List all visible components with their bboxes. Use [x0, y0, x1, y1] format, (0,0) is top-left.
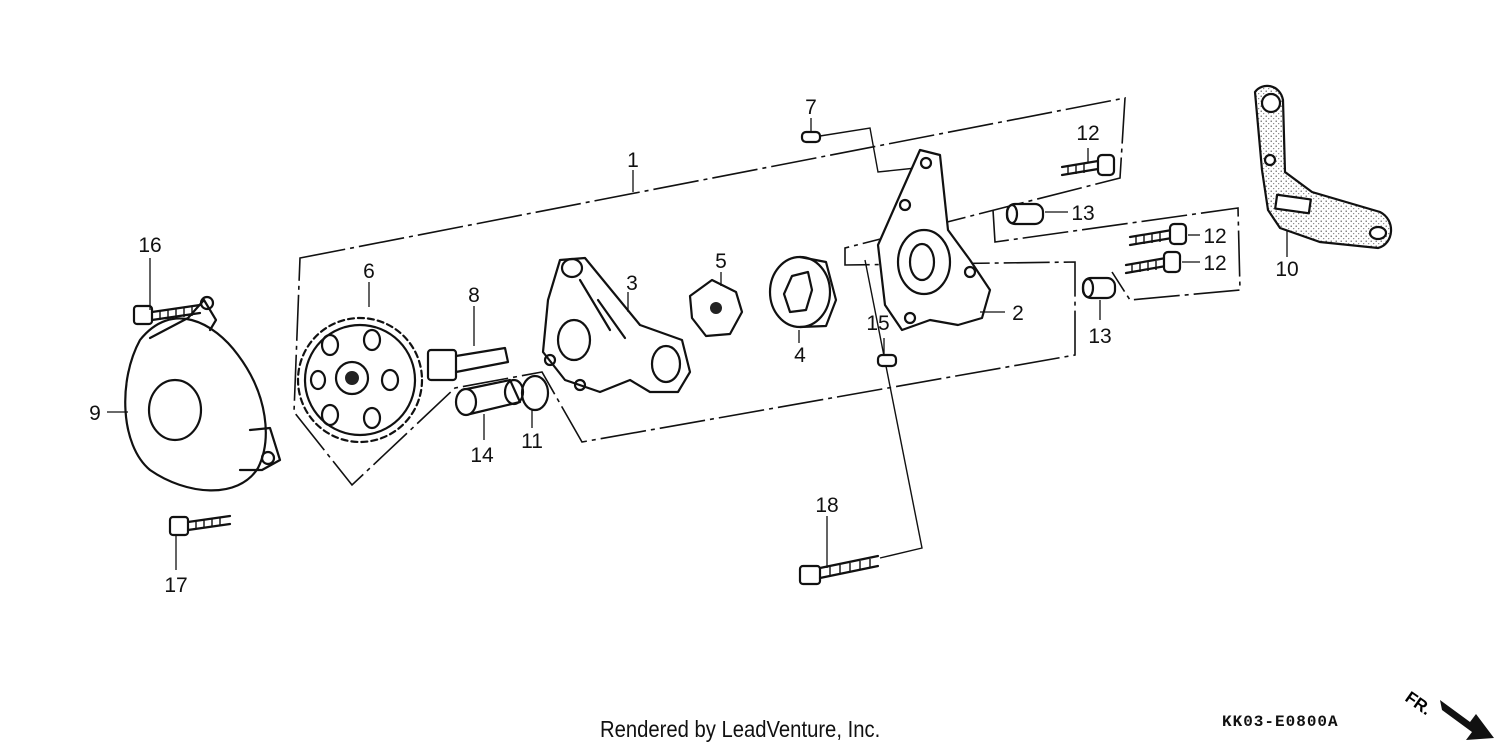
- bolt-12a-part[interactable]: [1060, 153, 1116, 177]
- callout-16[interactable]: 16: [138, 234, 161, 257]
- pin-7-part[interactable]: [800, 130, 822, 144]
- bolt-12b-part[interactable]: [1128, 222, 1188, 247]
- pump-body-part[interactable]: [541, 256, 692, 394]
- gear-part[interactable]: [296, 316, 424, 444]
- bolt-12c-part[interactable]: [1124, 250, 1182, 275]
- bolt-17-part[interactable]: [168, 514, 232, 537]
- callout-14[interactable]: 14: [470, 444, 494, 467]
- callout-15[interactable]: 15: [866, 312, 889, 335]
- shaft-part[interactable]: [426, 346, 510, 382]
- ring-part[interactable]: [520, 374, 550, 412]
- assembly-group-outline: [293, 97, 1126, 487]
- callout-11[interactable]: 11: [521, 430, 543, 453]
- callout-17[interactable]: 17: [164, 574, 187, 597]
- callout-4[interactable]: 4: [794, 344, 806, 367]
- front-direction-label: FR.: [1402, 688, 1435, 719]
- callout-5[interactable]: 5: [715, 250, 727, 273]
- dowel-13a-part[interactable]: [1005, 202, 1045, 226]
- inner-rotor-part[interactable]: [688, 278, 744, 338]
- pin-15-part[interactable]: [876, 353, 898, 368]
- callout-8[interactable]: 8: [468, 284, 480, 307]
- front-direction-arrow-icon: [1440, 700, 1494, 740]
- bolt-18-part[interactable]: [798, 554, 880, 586]
- diagram-code: KK03-E0800A: [1222, 713, 1339, 731]
- callout-9[interactable]: 9: [89, 402, 101, 425]
- bolt-16-part[interactable]: [132, 303, 202, 326]
- callout-13-lower[interactable]: 13: [1088, 325, 1111, 348]
- dowel-13b-part[interactable]: [1081, 276, 1117, 300]
- callout-13-upper[interactable]: 13: [1071, 202, 1094, 225]
- pin-7-leader-path: [819, 127, 917, 173]
- pump-cover-part[interactable]: [876, 148, 992, 332]
- callout-12-top[interactable]: 12: [1076, 122, 1099, 145]
- outer-rotor-part[interactable]: [768, 255, 838, 329]
- callout-18[interactable]: 18: [815, 494, 838, 517]
- callout-2[interactable]: 2: [1012, 302, 1024, 325]
- leader-lines: [107, 118, 1288, 570]
- assembly-group-branch: [992, 207, 1241, 301]
- bracket-part[interactable]: [1253, 84, 1393, 250]
- cover-part[interactable]: [124, 295, 282, 492]
- callout-6[interactable]: 6: [363, 260, 375, 283]
- callout-12-lower[interactable]: 12: [1203, 252, 1226, 275]
- render-credit: Rendered by LeadVenture, Inc.: [600, 716, 881, 742]
- callout-3[interactable]: 3: [626, 272, 638, 295]
- callout-10[interactable]: 10: [1275, 258, 1298, 281]
- callout-7[interactable]: 7: [805, 96, 817, 119]
- front-direction-marker: FR.: [1402, 688, 1494, 740]
- collar-part[interactable]: [454, 378, 525, 417]
- callout-12-middle[interactable]: 12: [1203, 225, 1226, 248]
- callout-1[interactable]: 1: [627, 149, 639, 172]
